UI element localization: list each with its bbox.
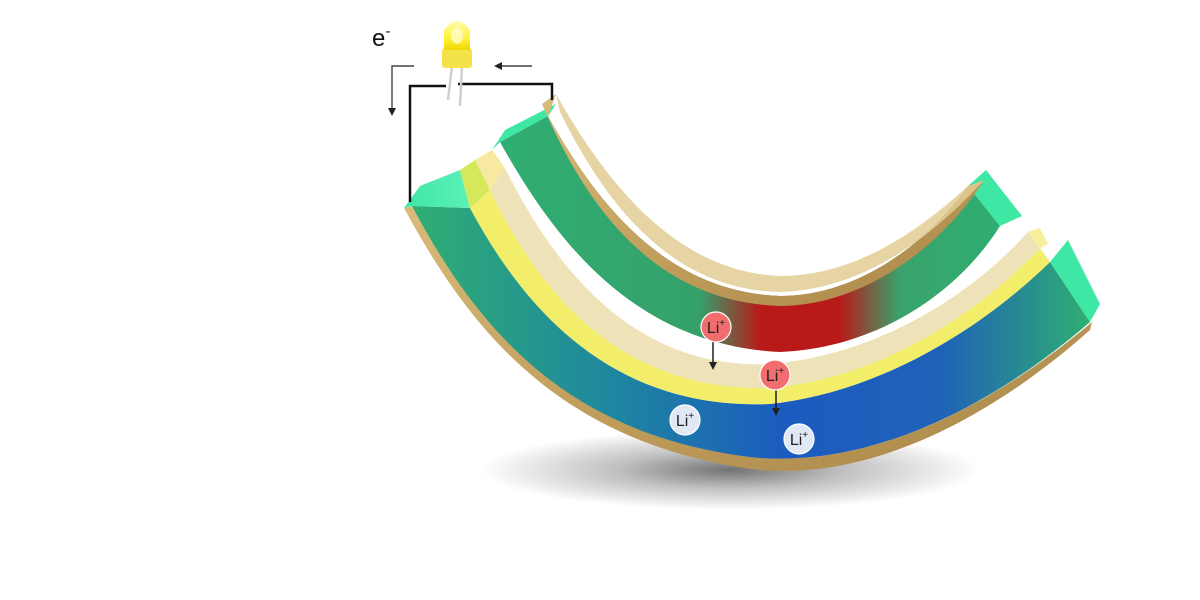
separator-end-face: [1028, 228, 1048, 248]
cathode-layer: [500, 116, 1000, 352]
external-wire: [408, 84, 446, 202]
external-wire-right: [458, 82, 554, 100]
electron-flow-arrow-down: [388, 65, 414, 116]
anode-layer: [412, 206, 1090, 459]
li-ion-4-label: Li+: [790, 430, 808, 449]
li-ion-2-label: Li+: [766, 366, 784, 385]
electrolyte-top-face: [460, 160, 490, 208]
led-icon: [442, 21, 472, 107]
li-ion-3: Li+: [669, 404, 701, 436]
anode-end-face: [1050, 240, 1100, 322]
li-ion-4: Li+: [783, 423, 815, 455]
anode-left-face: [404, 170, 470, 208]
li-ion-1: Li+: [700, 311, 732, 343]
li-ion-1-label: Li+: [707, 318, 725, 337]
cathode-collector-top: [556, 94, 984, 292]
separator-layer: [490, 168, 1040, 389]
electrolyte-layer: [470, 190, 1050, 405]
anode-current-collector: [404, 206, 1092, 471]
separator-left-face: [475, 150, 505, 190]
li-ion-3-label: Li+: [676, 411, 694, 430]
cathode-end-face: [968, 170, 1022, 226]
electron-label: e-: [372, 23, 390, 52]
cathode-current-collector: [542, 94, 984, 306]
li-ion-2: Li+: [759, 359, 791, 391]
cathode-left-face: [492, 104, 556, 150]
